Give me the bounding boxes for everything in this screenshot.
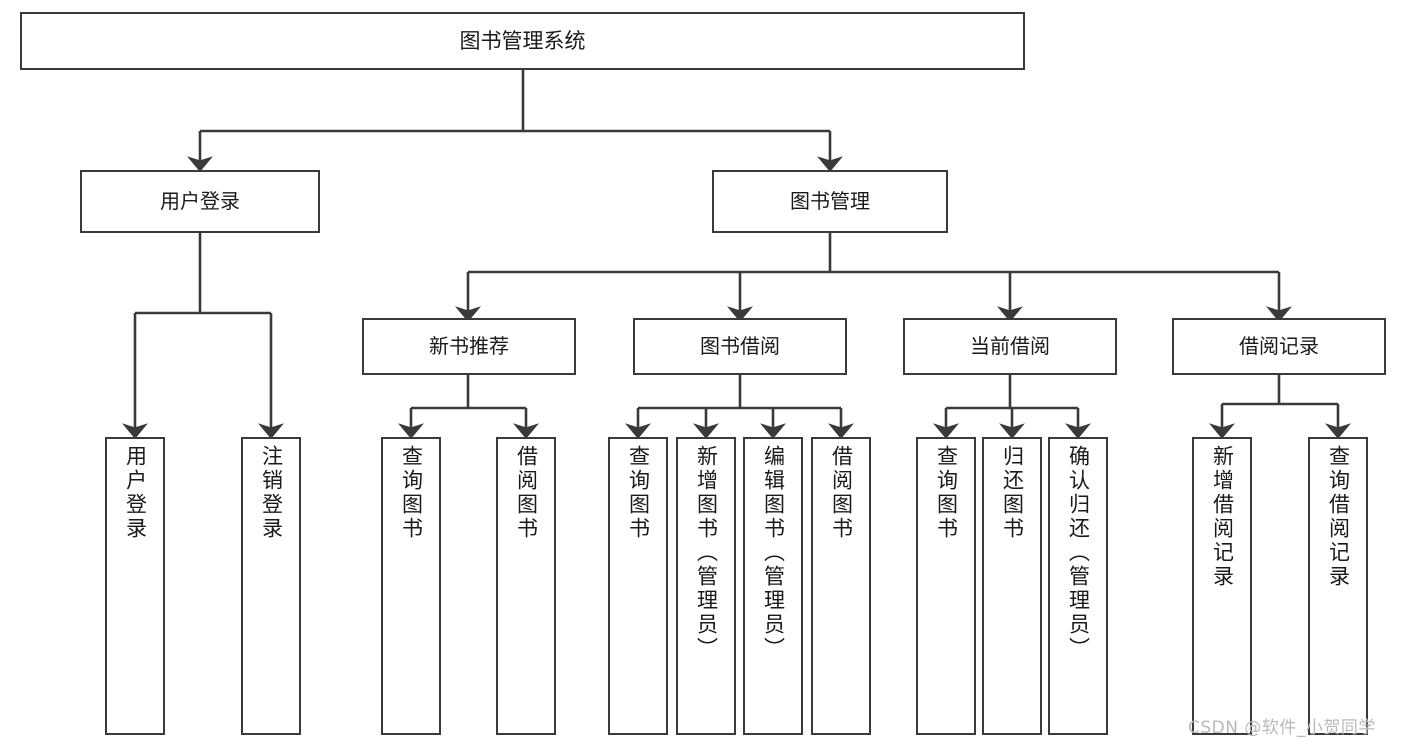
node-book-borrow[interactable]: 图书借阅	[633, 318, 847, 375]
node-label: 新增借阅记录	[1210, 445, 1235, 589]
node-label: 图书管理	[790, 188, 870, 213]
leaf-book-borrow-edit-book-admin[interactable]: 编辑图书（管理员）	[743, 437, 803, 735]
node-book-management[interactable]: 图书管理	[712, 170, 948, 233]
node-label: 借阅图书	[829, 445, 854, 541]
node-label: 归还图书	[1000, 445, 1025, 541]
csdn-watermark: CSDN @软件_小贺同学	[1188, 718, 1376, 738]
leaf-borrow-record-query-record[interactable]: 查询借阅记录	[1308, 437, 1368, 735]
node-label: 用户登录	[160, 188, 240, 213]
node-label: 用户登录	[123, 445, 148, 541]
leaf-book-borrow-query-book[interactable]: 查询图书	[608, 437, 668, 735]
node-label: 查询图书	[399, 445, 424, 541]
leaf-book-borrow-borrow-book[interactable]: 借阅图书	[811, 437, 871, 735]
node-label: 新增图书（管理员）	[694, 445, 719, 661]
leaf-user-login-logout[interactable]: 注销登录	[241, 437, 301, 735]
node-label: 图书借阅	[700, 333, 780, 358]
leaf-book-borrow-add-book-admin[interactable]: 新增图书（管理员）	[676, 437, 736, 735]
node-label: 借阅图书	[514, 445, 539, 541]
leaf-new-book-borrow-book[interactable]: 借阅图书	[496, 437, 556, 735]
node-label: 编辑图书（管理员）	[761, 445, 786, 661]
node-label: 借阅记录	[1239, 333, 1319, 358]
leaf-current-borrow-confirm-return-admin[interactable]: 确认归还（管理员）	[1048, 437, 1108, 735]
node-root-system[interactable]: 图书管理系统	[20, 12, 1025, 70]
node-user-login[interactable]: 用户登录	[80, 170, 320, 233]
leaf-new-book-query-book[interactable]: 查询图书	[381, 437, 441, 735]
node-label: 注销登录	[259, 445, 284, 541]
node-label: 确认归还（管理员）	[1066, 445, 1091, 661]
node-current-borrow[interactable]: 当前借阅	[903, 318, 1117, 375]
leaf-current-borrow-return-book[interactable]: 归还图书	[982, 437, 1042, 735]
node-label: 查询图书	[626, 445, 651, 541]
node-label: 图书管理系统	[459, 28, 586, 53]
node-new-book-recommend[interactable]: 新书推荐	[362, 318, 576, 375]
leaf-current-borrow-query-book[interactable]: 查询图书	[916, 437, 976, 735]
leaf-borrow-record-add-record[interactable]: 新增借阅记录	[1192, 437, 1252, 735]
node-label: 当前借阅	[970, 333, 1050, 358]
leaf-user-login-login[interactable]: 用户登录	[105, 437, 165, 735]
node-label: 查询图书	[934, 445, 959, 541]
node-label: 查询借阅记录	[1326, 445, 1351, 589]
node-borrow-record[interactable]: 借阅记录	[1172, 318, 1386, 375]
node-label: 新书推荐	[429, 333, 509, 358]
